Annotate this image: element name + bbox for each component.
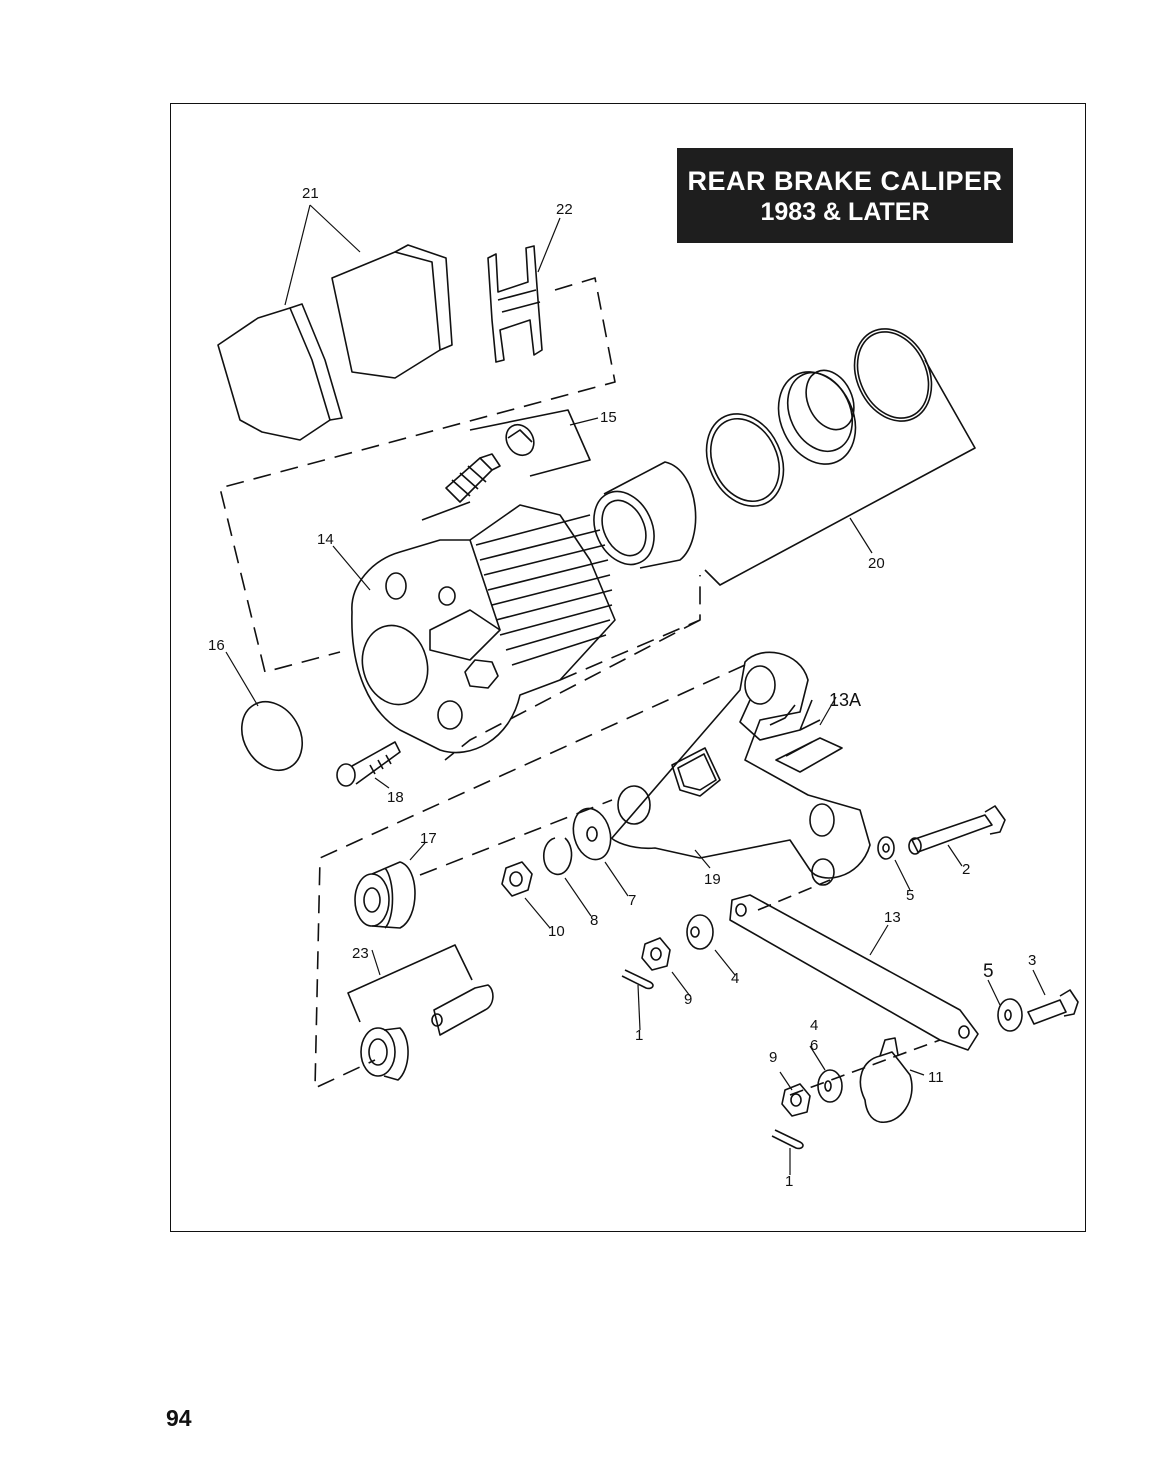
callout-7: 7 [628,892,636,909]
spacer-6 [817,1069,843,1103]
callout-20: 20 [868,555,885,572]
mounting-screw [336,741,401,787]
pad-group-bracket [219,277,616,673]
piston-seal [705,413,785,507]
callout-14: 14 [317,531,334,548]
brake-pad-front [217,303,343,441]
lockwasher [542,837,573,875]
bushing [739,699,821,741]
flat-washer [572,807,612,861]
callout-23: 23 [352,945,369,962]
callout-1-lower: 1 [785,1173,793,1190]
callout-labels: 21 22 15 14 16 18 20 13A 17 10 8 7 19 2 … [208,185,1036,1190]
callout-4-upper: 4 [731,970,739,987]
callout-17: 17 [420,830,437,847]
bleeder-valve [445,423,535,503]
callout-19: 19 [704,871,721,888]
callout-5-upper: 5 [906,887,914,904]
nut-9-upper [641,937,671,971]
pad-spring-clip [487,245,543,363]
callout-21: 21 [302,185,319,202]
title-box: REAR BRAKE CALIPER 1983 & LATER [677,148,1013,243]
washer-5-upper [877,836,895,860]
retaining-ring [853,328,933,422]
caliper-bracket [611,651,871,886]
title-line-1: REAR BRAKE CALIPER [687,165,1003,196]
caliper-housing [351,504,616,754]
callout-1-upper: 1 [635,1027,643,1044]
nut-9-lower [781,1083,811,1117]
callout-22: 22 [556,201,573,218]
axle-bolt [908,805,1006,855]
callout-11: 11 [928,1069,944,1086]
callout-18: 18 [387,789,404,806]
callout-8: 8 [590,912,598,929]
washer-5-upper-hole [882,843,890,853]
callout-10: 10 [548,923,565,940]
link-bolt [1027,989,1079,1025]
callout-9-upper: 9 [684,991,692,1008]
bracket-insert [775,737,843,773]
locknut-10 [501,861,533,897]
link-centerline [757,879,941,1096]
page-number: 94 [166,1405,192,1431]
adapter-fitting [360,984,494,1081]
callout-13: 13 [884,909,901,926]
callout-4-lower: 4 [810,1017,818,1034]
o-ring [241,701,303,771]
callout-6: 6 [810,1037,818,1054]
caliper-piston [593,461,697,569]
callout-15: 15 [600,409,617,426]
callout-16: 16 [208,637,225,654]
rubber-bumper [354,861,416,929]
title-line-2: 1983 & LATER [760,197,930,226]
cotter-pin-upper [621,969,654,990]
adapter-bracket [347,944,473,1023]
callout-9-lower: 9 [769,1049,777,1066]
washer-5-lower [997,998,1023,1032]
stabilizer-link [729,894,979,1051]
brake-pad-rear [331,244,453,379]
clamp-11 [859,1037,913,1123]
leader-lines [225,204,1046,1175]
callout-5-lower: 5 [983,961,994,982]
callout-13a: 13A [829,690,861,710]
housing-group-bracket [444,575,701,761]
cotter-pin-lower [771,1129,804,1150]
piston-group-bracket [704,359,976,586]
spacer-4-upper [686,914,714,950]
callout-2: 2 [962,861,970,878]
callout-3: 3 [1028,952,1036,969]
piston-dust-boot [777,369,857,465]
bleeder-bracket [421,409,591,521]
diagram-frame [170,103,1086,1232]
